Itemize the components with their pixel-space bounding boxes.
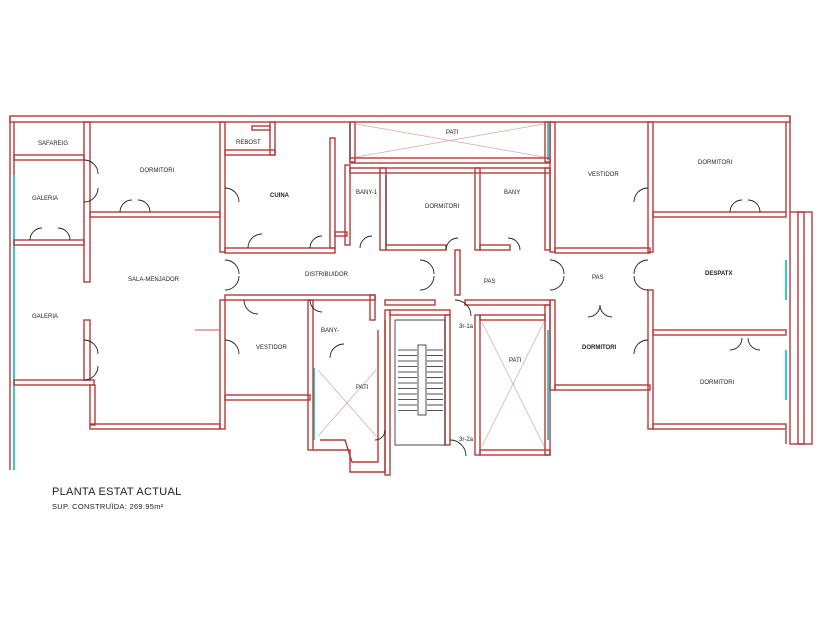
label-bany-top: BANY — [504, 190, 520, 196]
label-despatx: DESPATX — [705, 271, 732, 277]
label-stair-bottom: 3r-2a — [459, 437, 474, 443]
label-galeria-top: GALERIA — [32, 196, 58, 202]
room-labels: SAFAREIG GALERIA GALERIA DORMITORI REBOS… — [32, 130, 735, 443]
label-distribuidor: DISTRIBUIDOR — [305, 272, 349, 278]
label-pas-right: PAS — [592, 275, 604, 281]
label-dormitori-3: DORMITORI — [698, 160, 733, 166]
label-cuina: CUINA — [270, 193, 290, 199]
staircase — [394, 319, 446, 446]
label-stair-top: 3r-1a — [459, 324, 474, 330]
label-bany-1: BANY-1 — [356, 190, 378, 196]
label-bany-small: BANY- — [321, 328, 339, 334]
label-pati-right: PATI — [509, 358, 522, 364]
plan-subtitle: SUP. CONSTRUÏDA: 269.95m² — [52, 502, 164, 511]
label-galeria-bottom: GALERIA — [32, 314, 58, 320]
door-swings — [29, 159, 761, 457]
label-vestidor-left: VESTIDOR — [256, 345, 287, 351]
interior-walls — [13, 121, 787, 476]
label-dormitori-2: DORMITORI — [425, 204, 460, 210]
outer-walls — [9, 115, 813, 470]
label-sala-menjador: SALA-MENJADOR — [128, 277, 180, 283]
label-safareig: SAFAREIG — [38, 141, 68, 147]
plan-title: PLANTA ESTAT ACTUAL — [52, 486, 182, 498]
glazing-lines — [13, 122, 787, 470]
label-dormitori-5: DORMITORI — [700, 380, 735, 386]
label-rebost: REBOST — [236, 140, 261, 146]
title-block: PLANTA ESTAT ACTUAL SUP. CONSTRUÏDA: 269… — [52, 486, 182, 511]
label-pas-center: PAS — [484, 279, 496, 285]
label-dormitori-1: DORMITORI — [140, 168, 175, 174]
label-pati-top: PATI — [446, 130, 459, 136]
patio-markers — [317, 123, 545, 447]
label-dormitori-4: DORMITORI — [582, 345, 617, 351]
label-pati-left: PATI — [356, 385, 369, 391]
label-vestidor-right: VESTIDOR — [588, 172, 619, 178]
